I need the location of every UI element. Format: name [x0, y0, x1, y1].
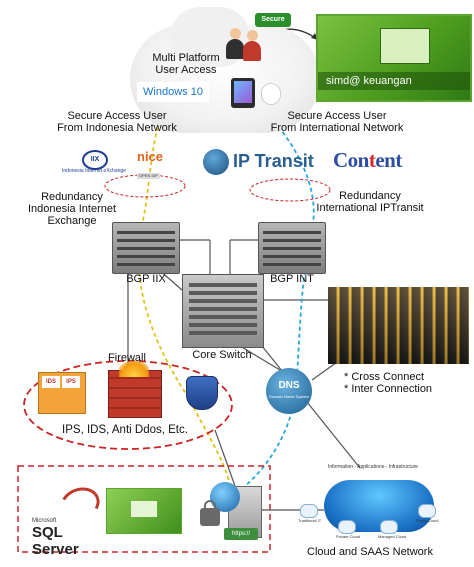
mini-cloud-icon — [418, 504, 436, 518]
user-person-icon — [226, 28, 244, 62]
content-pre: Con — [333, 148, 369, 172]
iix-logo: IIX Indonesia Internet eXchange — [60, 150, 128, 178]
lock-icon — [200, 500, 220, 526]
windows-label: Windows 10 — [137, 82, 209, 102]
bgp-int-router — [258, 222, 326, 274]
nice-mark: nice — [137, 149, 164, 164]
sql-server-name: SQL Server — [32, 524, 79, 558]
link-switch-dns — [239, 345, 281, 371]
mini-label-public: Public Cloud — [416, 518, 439, 523]
core-switch-device — [182, 274, 264, 348]
firewall-icon — [108, 361, 162, 418]
mini-cloud-icon — [338, 520, 356, 534]
core-switch-label: Core Switch — [192, 349, 252, 361]
ids-tag: IDS — [42, 376, 60, 388]
user-access-label: Multi Platform User Access — [152, 52, 220, 76]
cross-connect-label: * Cross Connect * Inter Connection — [344, 371, 433, 395]
globe-icon — [203, 149, 229, 175]
secure-badge: Secure — [255, 13, 291, 27]
dns-globe-icon: DNS Domain Name System — [266, 368, 312, 414]
bgp-iix-label: BGP IIX — [126, 273, 166, 285]
redundancy-int-ellipse — [249, 178, 331, 202]
link-sec-server — [214, 429, 236, 487]
apple-icon — [262, 84, 280, 104]
sql-server-logo: Microsoft SQL Server — [30, 482, 105, 558]
app-group-box — [17, 465, 271, 553]
mini-label-private: Private Cloud — [336, 534, 361, 539]
indonesia-access-label: Secure Access User From Indonesia Networ… — [57, 110, 177, 134]
international-access-path — [239, 109, 315, 491]
redundancy-iix-ellipse — [104, 174, 186, 198]
bgp-iix-router — [112, 222, 180, 274]
green-app-screenshot — [106, 488, 182, 534]
user-access-cloud — [130, 7, 320, 133]
mini-label-managed: Managed Cloud — [378, 534, 407, 539]
user-person-icon — [243, 30, 261, 64]
sql-swirl-icon — [55, 482, 105, 526]
content-post: ent — [375, 148, 402, 172]
mini-cloud-icon — [380, 520, 398, 534]
simd-label: simd@ keuangan — [318, 72, 470, 90]
international-access-label: Secure Access User From International Ne… — [270, 110, 404, 134]
iix-text: Indonesia Internet eXchange — [62, 168, 126, 174]
mini-label-traditional: Traditional IT — [298, 518, 322, 523]
simd-login-box — [380, 28, 430, 64]
dns-label: DNS — [278, 380, 300, 391]
security-label: IPS, IDS, Anti Ddos, Etc. — [62, 424, 188, 436]
cloud-top-text: Information - Applications - Infrastruct… — [328, 464, 419, 470]
nice-logo: nice OPEN IXP — [137, 149, 177, 179]
simd-app-screenshot: simd@ keuangan — [316, 14, 472, 102]
iix-mark: IIX — [82, 150, 108, 170]
ips-tag: IPS — [62, 376, 80, 388]
link-switch-cloud — [261, 345, 361, 469]
shield-icon — [186, 376, 218, 410]
ids-ips-device: IDS IPS — [38, 372, 86, 414]
content-t: t — [368, 148, 376, 172]
tablet-icon — [231, 78, 255, 108]
mini-cloud-icon — [300, 504, 318, 518]
content-logo: Content — [333, 148, 402, 173]
cloud-caption: Cloud and SAAS Network — [307, 546, 433, 558]
bgp-int-label: BGP INT — [270, 273, 314, 285]
datacenter-photo — [328, 287, 469, 364]
iptransit-text: IP Transit — [233, 151, 314, 171]
nice-sub: OPEN IXP — [137, 173, 160, 179]
security-group-ellipse — [23, 360, 233, 450]
sql-microsoft: Microsoft — [32, 518, 57, 524]
cloud-network-graphic: Information - Applications - Infrastruct… — [294, 464, 466, 542]
redundancy-international-label: Redundancy International IPTransit — [316, 190, 424, 214]
dns-sub: Domain Name System — [268, 394, 309, 399]
iptransit-logo: IP Transit — [203, 147, 323, 179]
https-badge: https:// — [224, 528, 258, 540]
redundancy-indonesia-label: Redundancy Indonesia Internet Exchange — [27, 191, 117, 227]
